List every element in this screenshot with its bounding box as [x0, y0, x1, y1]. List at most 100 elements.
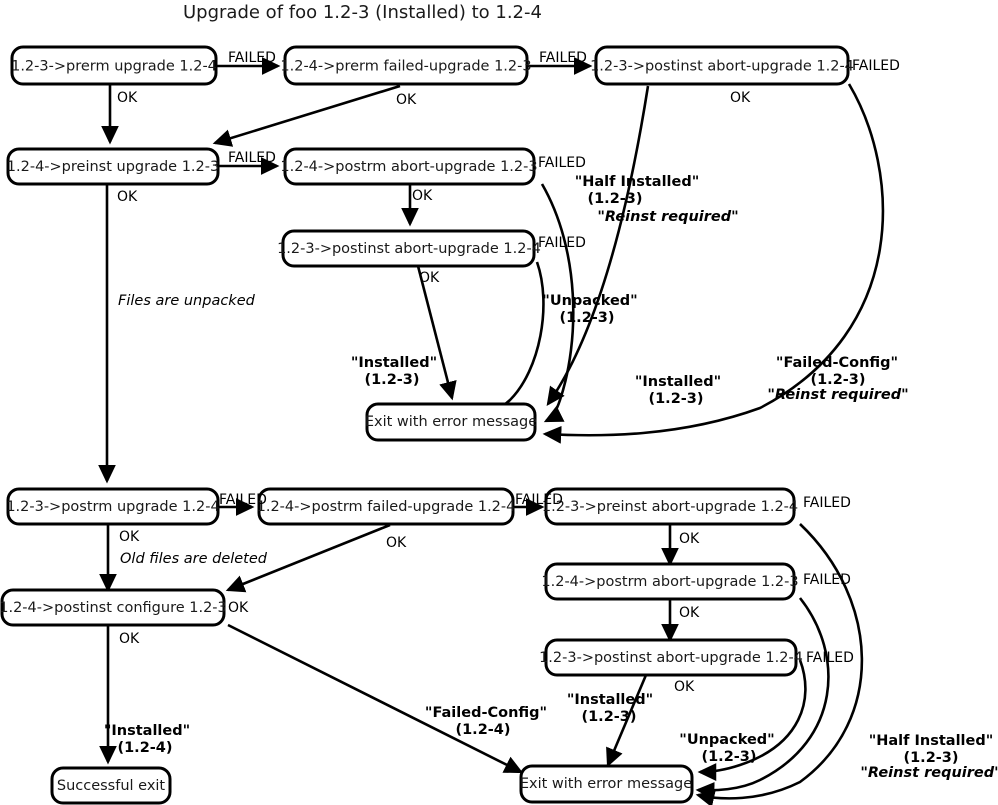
node-box: [6, 147, 220, 186]
state-line-1: "Failed-Config": [425, 705, 547, 721]
edge-n2-n4: [212, 84, 401, 147]
node-postrm-failed-upgrade[interactable]: 1.2-4->postrm failed-upgrade 1.2-4: [257, 487, 516, 526]
node-prerm-failed-upgrade[interactable]: 1.2-4->prerm failed-upgrade 1.2-3: [280, 45, 532, 86]
edge-label-failed: FAILED: [219, 492, 267, 508]
node-label: Exit with error message: [365, 414, 537, 430]
node-successful-exit[interactable]: Successful exit: [50, 766, 172, 805]
edge-label-ok: OK: [386, 535, 407, 551]
page-title: Upgrade of foo 1.2-3 (Installed) to 1.2-…: [183, 2, 542, 23]
state-line-2: (1.2-4): [117, 740, 172, 756]
edge-label-ok: OK: [396, 92, 417, 108]
edge-n5-n7-failed: [540, 183, 575, 423]
node-box: [365, 402, 537, 442]
node-postrm-abort-upgrade-mid[interactable]: 1.2-4->postrm abort-upgrade 1.2-3: [280, 147, 538, 186]
edge-label-ok: OK: [674, 679, 695, 695]
edge-n13-n15-failed: [697, 659, 807, 781]
state-label-installed-mid-right: "Installed" (1.2-3): [635, 374, 721, 407]
edge-label-failed: FAILED: [803, 572, 851, 588]
state-line-3: "Reinst required": [767, 387, 908, 403]
edge-n6-n7-failed: [481, 261, 545, 420]
edge-label-failed: FAILED: [538, 235, 586, 251]
node-label: 1.2-3->postinst abort-upgrade 1.2-4: [539, 650, 803, 666]
state-line-1: "Installed": [351, 355, 437, 371]
state-line-2: (1.2-3): [701, 749, 756, 765]
edge-n11-n15: [227, 623, 524, 774]
node-box: [6, 487, 220, 526]
edge-n3-n7-failed: [542, 83, 885, 444]
edge-label-failed: FAILED: [538, 155, 586, 171]
node-label: 1.2-4->postrm failed-upgrade 1.2-4: [257, 499, 516, 515]
state-label-installed-bottom-left: "Installed" (1.2-4): [104, 723, 190, 756]
node-box: [10, 45, 218, 86]
node-box: [283, 147, 536, 186]
edge-label-failed: FAILED: [228, 50, 276, 66]
state-label-installed-mid-left: "Installed" (1.2-3): [351, 355, 437, 388]
node-postrm-abort-upgrade-bottom[interactable]: 1.2-4->postrm abort-upgrade 1.2-3: [541, 562, 799, 601]
edge-label-failed: FAILED: [852, 58, 900, 74]
node-prerm-upgrade[interactable]: 1.2-3->prerm upgrade 1.2-4: [10, 45, 218, 86]
node-postinst-abort-upgrade-mid[interactable]: 1.2-3->postinst abort-upgrade 1.2-4: [277, 229, 541, 268]
state-line-2: (1.2-3): [648, 391, 703, 407]
edge-label-ok: OK: [119, 529, 140, 545]
node-exit-error-middle[interactable]: Exit with error message: [365, 402, 537, 442]
state-line-2: (1.2-3): [364, 372, 419, 388]
edge-label-failed: OK: [228, 600, 249, 616]
edge-label-ok: OK: [117, 189, 138, 205]
edge-label-ok: OK: [679, 605, 700, 621]
state-label-unpacked-bottom: "Unpacked" (1.2-3): [679, 732, 774, 765]
node-postinst-abort-upgrade-bottom[interactable]: 1.2-3->postinst abort-upgrade 1.2-4: [539, 638, 803, 677]
node-postinst-abort-upgrade-top[interactable]: 1.2-3->postinst abort-upgrade 1.2-4: [590, 45, 854, 86]
node-box: [281, 229, 536, 268]
state-line-3: "Reinst required": [860, 765, 998, 781]
edge-label-failed: FAILED: [803, 495, 851, 511]
edge-label-ok: OK: [419, 270, 440, 286]
node-label: Successful exit: [57, 778, 166, 794]
node-box: [0, 588, 226, 627]
node-box: [519, 764, 694, 804]
edge-label-failed: FAILED: [806, 650, 854, 666]
state-line-1: "Unpacked": [679, 732, 774, 748]
node-box: [594, 45, 850, 86]
state-line-1: "Half Installed": [869, 733, 994, 749]
edge-n9-n11: [225, 523, 391, 593]
state-line-1: "Half Installed": [575, 174, 700, 190]
node-preinst-abort-upgrade[interactable]: 1.2-3->preinst abort-upgrade 1.2-4: [542, 487, 798, 526]
edge-n6-n7-ok: [416, 265, 457, 401]
state-label-half-installed-bottom: "Half Installed" (1.2-3) "Reinst require…: [860, 733, 998, 781]
state-label-half-installed-top: "Half Installed" (1.2-3) "Reinst require…: [575, 174, 739, 225]
node-label: Exit with error message: [520, 776, 692, 792]
node-postrm-upgrade[interactable]: 1.2-3->postrm upgrade 1.2-4: [6, 487, 220, 526]
note-files-unpacked: Files are unpacked: [118, 293, 256, 309]
state-label-installed-bottom-mid: "Installed" (1.2-3): [567, 692, 653, 725]
edge-label-failed: FAILED: [539, 50, 587, 66]
edge-n10-n15-failed: [695, 523, 864, 805]
node-label: 1.2-3->prerm upgrade 1.2-4: [11, 59, 217, 75]
edge-label-ok: OK: [412, 188, 433, 204]
node-label: 1.2-4->preinst upgrade 1.2-3: [7, 159, 219, 175]
edge-label-ok: OK: [117, 90, 138, 106]
state-line-2: (1.2-3): [587, 191, 642, 207]
edge-label-failed: FAILED: [515, 492, 563, 508]
state-label-failed-config-bottom: "Failed-Config" (1.2-4): [425, 705, 547, 738]
state-line-1: "Installed": [104, 723, 190, 739]
node-postinst-configure[interactable]: 1.2-4->postinst configure 1.2-3: [0, 588, 227, 627]
edge-label-ok: OK: [119, 631, 140, 647]
node-label: 1.2-3->postrm upgrade 1.2-4: [6, 499, 219, 515]
state-line-2: (1.2-3): [581, 709, 636, 725]
state-line-1: "Installed": [635, 374, 721, 390]
node-box: [544, 562, 796, 601]
state-line-2: (1.2-3): [559, 310, 614, 326]
node-label: 1.2-3->postinst abort-upgrade 1.2-4: [590, 59, 854, 75]
node-label: 1.2-4->postinst configure 1.2-3: [0, 600, 227, 616]
node-exit-error-bottom[interactable]: Exit with error message: [519, 764, 694, 804]
state-line-1: "Unpacked": [542, 293, 637, 309]
node-preinst-upgrade[interactable]: 1.2-4->preinst upgrade 1.2-3: [6, 147, 220, 186]
node-box: [50, 766, 172, 805]
state-line-3: "Reinst required": [597, 209, 738, 225]
node-box: [283, 45, 529, 86]
state-line-2: (1.2-4): [455, 722, 510, 738]
edge-n13-n15-ok: [606, 674, 648, 768]
state-label-unpacked-mid: "Unpacked" (1.2-3): [542, 293, 637, 326]
node-label: 1.2-4->postrm abort-upgrade 1.2-3: [541, 574, 798, 590]
